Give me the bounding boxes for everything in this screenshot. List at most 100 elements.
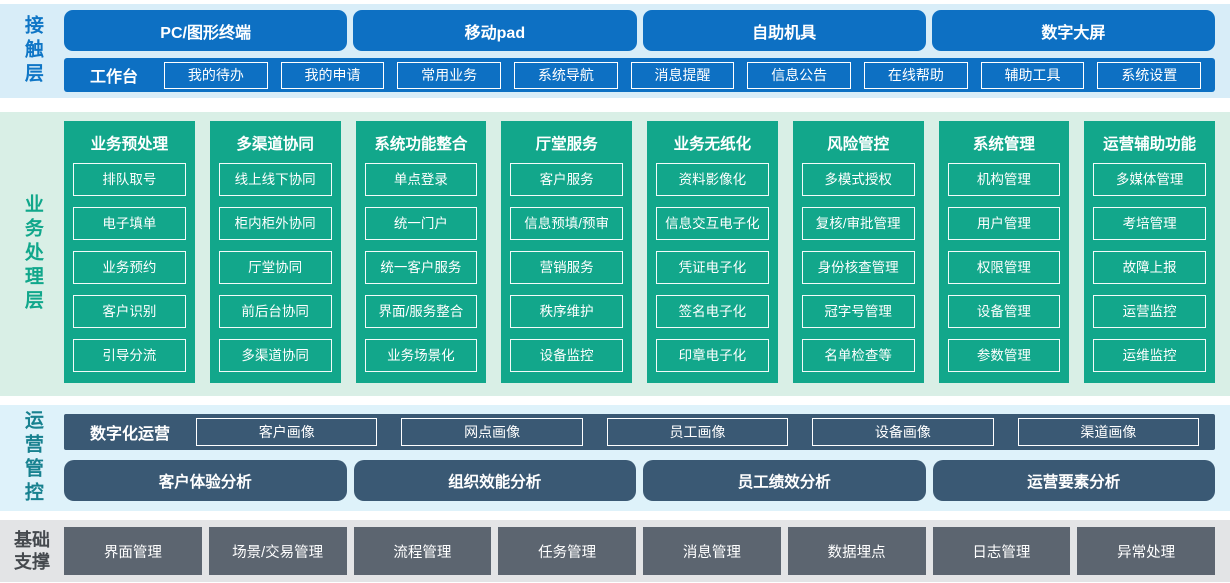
terminal-box-label: 移动pad [464,24,526,42]
foundation-item: 数据埋点 [787,527,926,575]
business-column-item-label: 排队取号 [102,171,157,187]
workbench-item-label: 消息提醒 [654,67,711,83]
workbench-item-label: 辅助工具 [1004,67,1061,83]
business-column-item: 考培管理 [1093,207,1206,240]
business-column-items: 单点登录 统一门户 统一客户服务 界面/服务整合 业务场景化 [364,163,478,372]
foundation-item: 场景/交易管理 [208,527,347,575]
workbench-items: 我的待办 我的申请 常用业务 系统导航 消息提醒 信息公告 在线帮助 辅助工具 [164,61,1202,89]
portrait-item-label: 渠道画像 [1080,424,1137,440]
business-column-items: 资料影像化 信息交互电子化 凭证电子化 签名电子化 印章电子化 [656,163,769,372]
foundation-item: 任务管理 [498,527,636,575]
business-column-item: 设备监控 [510,339,623,372]
business-column-item-label: 运营监控 [1122,303,1177,319]
terminal-row: PC/图形终端 移动pad 自助机具 数字大屏 [64,10,1215,51]
business-column-item-label: 线上线下协同 [234,171,316,187]
business-column-item-label: 客户识别 [102,303,157,319]
foundation-item: 异常处理 [1077,527,1215,575]
contact-layer-label: 接触层 [21,15,43,87]
business-column-item-label: 凭证电子化 [678,259,747,275]
business-column-item: 统一门户 [364,207,478,240]
business-column-items: 机构管理 用户管理 权限管理 设备管理 参数管理 [947,163,1061,372]
business-column-item-label: 权限管理 [976,259,1031,275]
business-column: 风险管控 多模式授权 复核/审批管理 身份核查管理 冠字号管理 名单检查等 [792,121,924,383]
business-column-item: 资料影像化 [656,163,769,196]
business-column-item: 运营监控 [1093,295,1206,328]
business-column: 业务预处理 排队取号 电子填单 业务预约 客户识别 引导分流 [64,121,195,383]
analysis-box-label: 员工绩效分析 [737,473,831,491]
workbench-item: 系统导航 [514,61,618,89]
operations-layer-content: 数字化运营 客户画像 网点画像 员工画像 设备画像 渠道画像 [64,405,1230,511]
analysis-box: 员工绩效分析 [643,460,926,501]
business-column-title: 厅堂服务 [535,136,598,153]
business-column-item: 单点登录 [364,163,478,196]
business-column-item: 多渠道协同 [218,339,332,372]
foundation-layer-label-text: 基础支撑 [14,529,50,573]
business-column-item-label: 秩序维护 [539,303,594,319]
workbench-bar: 工作台 我的待办 我的申请 常用业务 系统导航 消息提醒 信息公告 [64,58,1215,92]
business-column-item: 前后台协同 [218,295,332,328]
business-column-item: 营销服务 [510,251,623,284]
business-column: 厅堂服务 客户服务 信息预填/预审 营销服务 秩序维护 设备监控 [501,121,632,383]
business-column-item: 线上线下协同 [218,163,332,196]
workbench-item-label: 系统导航 [537,67,594,83]
terminal-box: PC/图形终端 [64,10,348,51]
business-column-item-label: 用户管理 [976,215,1031,231]
portrait-item: 员工画像 [606,418,789,446]
business-column-item: 复核/审批管理 [801,207,915,240]
digital-operations-bar: 数字化运营 客户画像 网点画像 员工画像 设备画像 渠道画像 [64,414,1215,450]
business-column-item-label: 信息预填/预审 [524,215,609,231]
business-column-items: 多媒体管理 考培管理 故障上报 运营监控 运维监控 [1093,163,1206,372]
foundation-layer-band: 基础支撑 界面管理 场景/交易管理 流程管理 任务管理 消息管理 数据埋点 日志… [0,520,1230,582]
business-column-title: 风险管控 [827,136,890,153]
business-column: 系统管理 机构管理 用户管理 权限管理 设备管理 参数管理 [938,121,1070,383]
foundation-item: 消息管理 [643,527,781,575]
business-column-items: 线上线下协同 柜内柜外协同 厅堂协同 前后台协同 多渠道协同 [218,163,332,372]
foundation-item: 界面管理 [64,527,202,575]
business-column-item: 电子填单 [73,207,186,240]
business-column-item-label: 引导分流 [102,347,157,363]
business-column-item-label: 复核/审批管理 [815,215,901,231]
business-column-item-label: 业务场景化 [387,347,455,363]
foundation-item-label: 日志管理 [972,544,1031,561]
terminal-box-label: 数字大屏 [1041,24,1106,42]
business-column-item-label: 客户服务 [539,171,594,187]
business-column-item: 机构管理 [947,163,1061,196]
business-column-title: 运营辅助功能 [1103,136,1197,153]
business-column-item: 统一客户服务 [364,251,478,284]
workbench-item-label: 系统设置 [1121,67,1178,83]
terminal-box-label: PC/图形终端 [160,24,251,42]
business-column-item: 多模式授权 [801,163,915,196]
business-column-items: 多模式授权 复核/审批管理 身份核查管理 冠字号管理 名单检查等 [801,163,915,372]
contact-layer-content: PC/图形终端 移动pad 自助机具 数字大屏 工作台 我的待办 我的申请 [64,4,1230,98]
foundation-layer-label: 基础支撑 [0,520,64,582]
business-column-item-label: 运维监控 [1122,347,1177,363]
terminal-box-label: 自助机具 [752,24,817,42]
portrait-item: 客户画像 [196,418,378,446]
foundation-item: 流程管理 [353,527,492,575]
analysis-box-label: 组织效能分析 [448,473,542,491]
business-column-item-label: 单点登录 [393,171,448,187]
business-column-title: 业务无纸化 [673,136,752,153]
business-column-item-label: 签名电子化 [678,303,747,319]
business-column-item-label: 柜内柜外协同 [234,215,316,231]
portrait-item-label: 客户画像 [258,424,315,440]
business-column-item-label: 身份核查管理 [817,259,899,275]
workbench-item: 我的申请 [280,61,385,89]
business-column-item-label: 资料影像化 [678,171,747,187]
business-column-item: 故障上报 [1093,251,1206,284]
foundation-item-label: 数据埋点 [827,544,886,561]
business-column-item: 用户管理 [947,207,1061,240]
business-column-item-label: 业务预约 [102,259,157,275]
business-column: 运营辅助功能 多媒体管理 考培管理 故障上报 运营监控 运维监控 [1084,121,1215,383]
terminal-box: 移动pad [353,10,637,51]
business-column-item-label: 冠字号管理 [824,303,892,319]
business-column-items: 排队取号 电子填单 业务预约 客户识别 引导分流 [73,163,186,372]
business-column: 业务无纸化 资料影像化 信息交互电子化 凭证电子化 签名电子化 印章电子化 [647,121,778,383]
business-column-item: 客户服务 [510,163,623,196]
workbench-item: 常用业务 [397,61,502,89]
foundation-item-label: 异常处理 [1117,544,1176,561]
business-column-item-label: 多媒体管理 [1115,171,1184,187]
business-column-item-label: 设备监控 [539,347,594,363]
portrait-item: 渠道画像 [1017,418,1200,446]
foundation-item-label: 流程管理 [393,544,452,561]
